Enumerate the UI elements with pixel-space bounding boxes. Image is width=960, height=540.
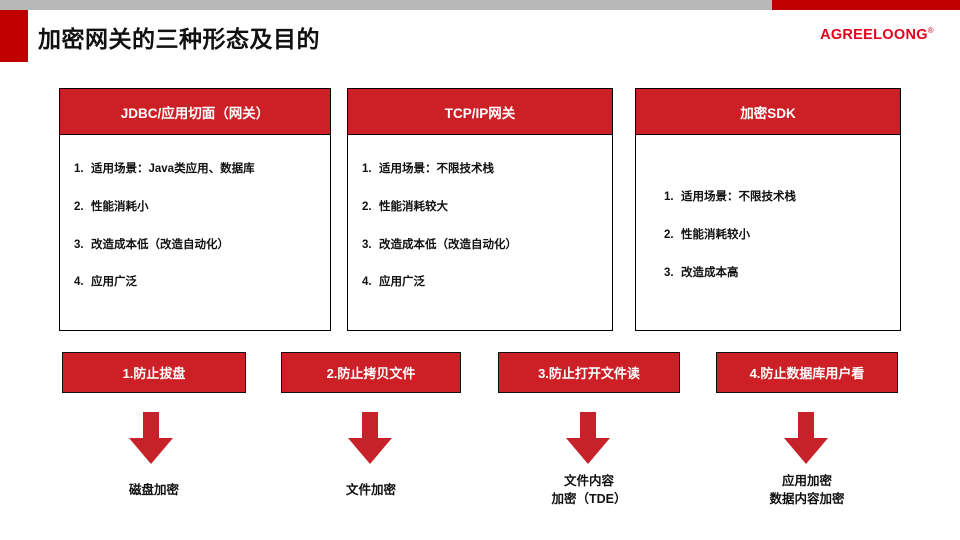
list-item: 2. 性能消耗较大 — [362, 201, 598, 215]
list-item: 4. 应用广泛 — [362, 276, 598, 290]
card-body: 1. 适用场景：不限技术栈 2. 性能消耗较大 3. 改造成本低（改造自动化） 4. 应… — [348, 135, 612, 331]
outcome-line-1: 文件加密 — [345, 483, 396, 497]
list-item-label: 改造成本低（改造自动化） — [379, 238, 517, 251]
purpose-chip-label: 2.防止拷贝文件 — [326, 366, 416, 381]
outcome-line-1: 应用加密 — [781, 474, 832, 488]
list-item-number: 4. — [74, 276, 84, 289]
list-item: 2. 性能消耗较小 — [664, 229, 886, 243]
brand-logo-text: AGREELOONG — [820, 26, 928, 43]
outcome-line-1: 文件内容 — [563, 474, 614, 488]
list-item: 1. 适用场景：Java类应用、数据库 — [74, 163, 316, 177]
purpose-chip-label: 1.防止拔盘 — [122, 366, 186, 381]
list-item-label: 改造成本高 — [681, 266, 739, 279]
down-arrow-icon — [348, 412, 392, 464]
list-item: 4. 应用广泛 — [74, 276, 316, 290]
list-item-number: 1. — [664, 191, 674, 203]
list-item-label: 应用广泛 — [379, 276, 425, 289]
outcome-label-4: 应用加密 数据内容加密 — [724, 472, 890, 508]
outcome-label-3: 文件内容 加密（TDE） — [506, 472, 672, 508]
list-item-number: 1. — [362, 163, 372, 175]
gateway-forms-row: JDBC/应用切面（网关） 1. 适用场景：Java类应用、数据库 2. 性能消耗小… — [0, 88, 960, 333]
card-header: TCP/IP网关 — [348, 89, 612, 135]
list-item-number: 3. — [74, 238, 84, 251]
card-encryption-sdk: 加密SDK 1. 适用场景：不限技术栈 2. 性能消耗较小 3. 改造成本高 — [635, 88, 901, 331]
purpose-chips-row: 1.防止拔盘 2.防止拷贝文件 3.防止打开文件读 4.防止数据库用户看 — [0, 352, 960, 394]
card-tcpip-gateway: TCP/IP网关 1. 适用场景：不限技术栈 2. 性能消耗较大 3. 改造成本低（改… — [347, 88, 613, 331]
list-item-number: 2. — [664, 228, 674, 241]
list-item-number: 2. — [74, 200, 84, 213]
list-item-label: 改造成本低（改造自动化） — [91, 238, 229, 251]
purpose-chip-1[interactable]: 1.防止拔盘 — [62, 352, 246, 393]
list-item-label: 性能消耗较小 — [681, 228, 750, 241]
down-arrow-icon — [784, 412, 828, 464]
outcome-line-2: 数据内容加密 — [769, 492, 845, 507]
title-accent-marker — [0, 10, 28, 62]
card-body: 1. 适用场景：Java类应用、数据库 2. 性能消耗小 3. 改造成本低（改造自动化… — [60, 135, 330, 331]
card-title: 加密SDK — [740, 105, 796, 121]
purpose-chip-3[interactable]: 3.防止打开文件读 — [498, 352, 680, 393]
feature-list: 1. 适用场景：Java类应用、数据库 2. 性能消耗小 3. 改造成本低（改造自动化… — [74, 163, 316, 290]
feature-list: 1. 适用场景：不限技术栈 2. 性能消耗较大 3. 改造成本低（改造自动化） 4. 应… — [362, 163, 598, 290]
brand-logo: AGREELOONG® — [820, 26, 934, 43]
list-item-label: 性能消耗较大 — [379, 200, 448, 213]
card-jdbc-gateway: JDBC/应用切面（网关） 1. 适用场景：Java类应用、数据库 2. 性能消耗小… — [59, 88, 331, 331]
outcome-label-2: 文件加密 — [289, 481, 453, 499]
list-item-number: 3. — [362, 238, 372, 251]
top-bar-gray-segment — [0, 0, 772, 10]
list-item: 3. 改造成本低（改造自动化） — [362, 239, 598, 253]
list-item: 2. 性能消耗小 — [74, 201, 316, 215]
down-arrow-icon — [129, 412, 173, 464]
card-header: 加密SDK — [636, 89, 900, 135]
list-item-label: 适用场景：不限技术栈 — [681, 191, 796, 203]
card-title: JDBC/应用切面（网关） — [120, 105, 270, 121]
registered-trademark-icon: ® — [927, 26, 934, 35]
card-body: 1. 适用场景：不限技术栈 2. 性能消耗较小 3. 改造成本高 — [636, 135, 900, 331]
down-arrow-icon — [566, 412, 610, 464]
card-header: JDBC/应用切面（网关） — [60, 89, 330, 135]
list-item: 1. 适用场景：不限技术栈 — [362, 163, 598, 177]
list-item-number: 4. — [362, 276, 372, 289]
top-bar-red-segment — [772, 0, 960, 10]
purpose-chip-2[interactable]: 2.防止拷贝文件 — [281, 352, 461, 393]
top-accent-bar — [0, 0, 960, 10]
feature-list: 1. 适用场景：不限技术栈 2. 性能消耗较小 3. 改造成本高 — [664, 191, 886, 280]
list-item-label: 适用场景：Java类应用、数据库 — [91, 163, 255, 175]
list-item-number: 3. — [664, 266, 674, 279]
purpose-chip-label: 3.防止打开文件读 — [538, 366, 640, 381]
list-item: 3. 改造成本低（改造自动化） — [74, 239, 316, 253]
list-item: 3. 改造成本高 — [664, 267, 886, 281]
card-title: TCP/IP网关 — [444, 105, 516, 121]
list-item-number: 1. — [74, 163, 84, 175]
list-item-label: 性能消耗小 — [91, 200, 149, 213]
outcome-line-2: 加密（TDE） — [551, 492, 627, 507]
list-item-number: 2. — [362, 200, 372, 213]
list-item: 1. 适用场景：不限技术栈 — [664, 191, 886, 205]
list-item-label: 应用广泛 — [91, 276, 137, 289]
purpose-chip-4[interactable]: 4.防止数据库用户看 — [716, 352, 898, 393]
purpose-chip-label: 4.防止数据库用户看 — [749, 366, 865, 381]
page-title: 加密网关的三种形态及目的 — [38, 26, 320, 52]
outcome-line-1: 磁盘加密 — [128, 483, 179, 497]
list-item-label: 适用场景：不限技术栈 — [379, 163, 494, 175]
outcome-label-1: 磁盘加密 — [71, 481, 237, 499]
